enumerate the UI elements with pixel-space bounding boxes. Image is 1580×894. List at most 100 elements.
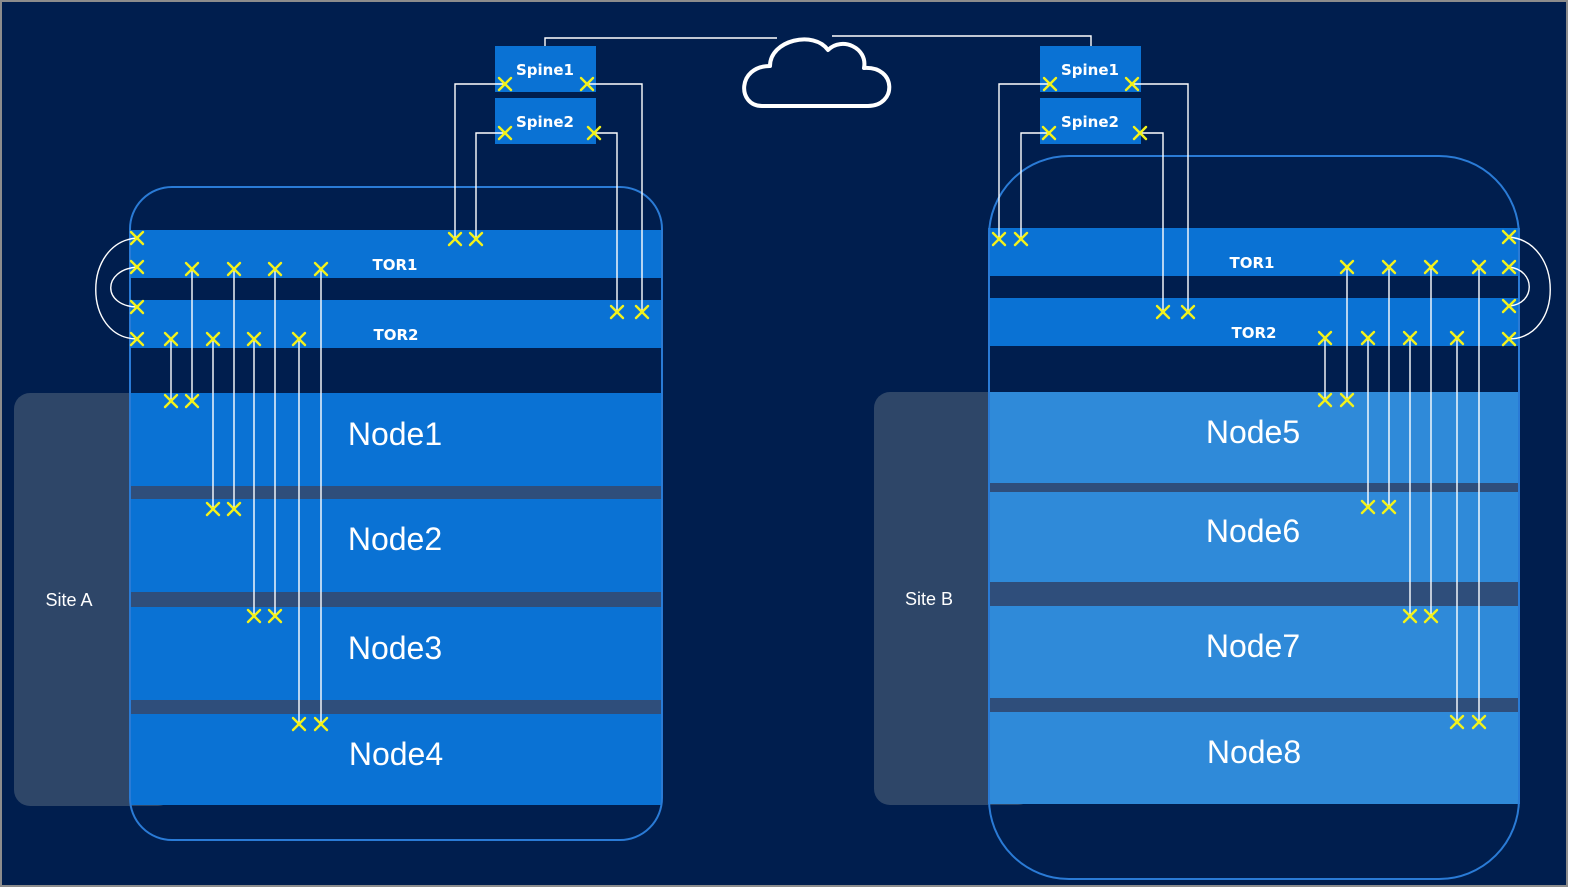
port-x-icon: [1013, 231, 1029, 247]
port-x-icon: [205, 331, 221, 347]
node1-box: [130, 393, 662, 486]
site-a-spine2-switch: [495, 98, 596, 144]
port-x-icon: [1402, 330, 1418, 346]
port-markers: [129, 76, 1517, 732]
cloud-icon: [742, 37, 892, 108]
node1-label: Node1: [348, 416, 442, 452]
port-x-icon: [1317, 392, 1333, 408]
port-x-icon: [586, 125, 602, 141]
site-b-spine1-switch: [1040, 46, 1141, 92]
wire: [454, 83, 505, 239]
port-x-icon: [163, 331, 179, 347]
port-x-icon: [246, 331, 262, 347]
site-b-cluster-outline: [988, 155, 1520, 880]
port-x-icon: [226, 501, 242, 517]
port-x-icon: [267, 261, 283, 277]
port-x-icon: [1180, 304, 1196, 320]
port-x-icon: [129, 259, 145, 275]
port-x-icon: [1423, 259, 1439, 275]
port-x-icon: [267, 608, 283, 624]
site-a-tor2-switch: [130, 300, 662, 348]
port-x-icon: [579, 76, 595, 92]
wire: [587, 83, 643, 312]
site-a-spine1-label: Spine1: [516, 61, 574, 79]
site-a-uplink-wire: [544, 37, 777, 46]
port-x-icon: [129, 230, 145, 246]
port-x-icon: [1449, 330, 1465, 346]
site-a-spine2-label: Spine2: [516, 113, 574, 131]
node7-box: [988, 606, 1520, 698]
node-divider: [130, 592, 662, 607]
port-x-icon: [1124, 76, 1140, 92]
port-x-icon: [1471, 259, 1487, 275]
port-x-icon: [129, 331, 145, 347]
node8-box: [988, 712, 1520, 804]
port-x-icon: [1402, 608, 1418, 624]
wire: [110, 266, 138, 308]
node6-label: Node6: [1206, 513, 1300, 549]
site-a-nodes: [130, 393, 662, 805]
port-x-icon: [1317, 330, 1333, 346]
wire: [998, 83, 1050, 239]
node5-label: Node5: [1206, 414, 1300, 450]
port-x-icon: [1360, 499, 1376, 515]
port-x-icon: [991, 231, 1007, 247]
port-x-icon: [1501, 298, 1517, 314]
port-x-icon: [634, 304, 650, 320]
port-x-icon: [1041, 125, 1057, 141]
port-x-icon: [184, 261, 200, 277]
port-x-icon: [1501, 331, 1517, 347]
site-b-tor1-label: TOR1: [1230, 254, 1275, 272]
port-x-icon: [291, 331, 307, 347]
node2-label: Node2: [348, 521, 442, 557]
port-x-icon: [497, 76, 513, 92]
port-x-icon: [1471, 714, 1487, 730]
site-a-tor1-switch: [130, 230, 662, 278]
port-x-icon: [313, 716, 329, 732]
port-x-icon: [497, 125, 513, 141]
site-a-tor2-label: TOR2: [374, 326, 419, 344]
site-b-label: Site B: [905, 589, 953, 609]
port-x-icon: [129, 299, 145, 315]
wire: [1132, 83, 1189, 312]
node-divider: [988, 483, 1520, 492]
port-x-icon: [184, 393, 200, 409]
wire: [95, 237, 138, 340]
port-x-icon: [1155, 304, 1171, 320]
port-x-icon: [1339, 392, 1355, 408]
port-x-icon: [163, 393, 179, 409]
node8-label: Node8: [1207, 734, 1301, 770]
site-a-tor1-label: TOR1: [373, 256, 418, 274]
port-x-icon: [205, 501, 221, 517]
node3-box: [130, 607, 662, 700]
port-x-icon: [1381, 499, 1397, 515]
port-x-icon: [1381, 259, 1397, 275]
port-x-icon: [1423, 608, 1439, 624]
node-divider: [988, 582, 1520, 606]
port-x-icon: [226, 261, 242, 277]
port-x-icon: [447, 231, 463, 247]
node-divider: [988, 698, 1520, 712]
port-x-icon: [468, 231, 484, 247]
node4-box: [130, 714, 662, 805]
wire: [1508, 236, 1551, 340]
wires: [95, 35, 1551, 724]
port-x-icon: [313, 261, 329, 277]
port-x-icon: [1132, 125, 1148, 141]
wire: [475, 132, 505, 239]
port-x-icon: [291, 716, 307, 732]
wire: [1020, 132, 1049, 239]
site-b-uplink-wire: [832, 35, 1092, 46]
port-x-icon: [1339, 259, 1355, 275]
port-x-icon: [1501, 229, 1517, 245]
wire: [1508, 266, 1530, 307]
node-divider: [130, 486, 662, 499]
site-a-spine1-switch: [495, 46, 596, 92]
node4-label: Node4: [349, 736, 443, 772]
node7-label: Node7: [1206, 628, 1300, 664]
site-a-cluster-outline: [129, 186, 663, 841]
site-b-tor2-label: TOR2: [1232, 324, 1277, 342]
site-b-spine2-switch: [1040, 98, 1141, 144]
